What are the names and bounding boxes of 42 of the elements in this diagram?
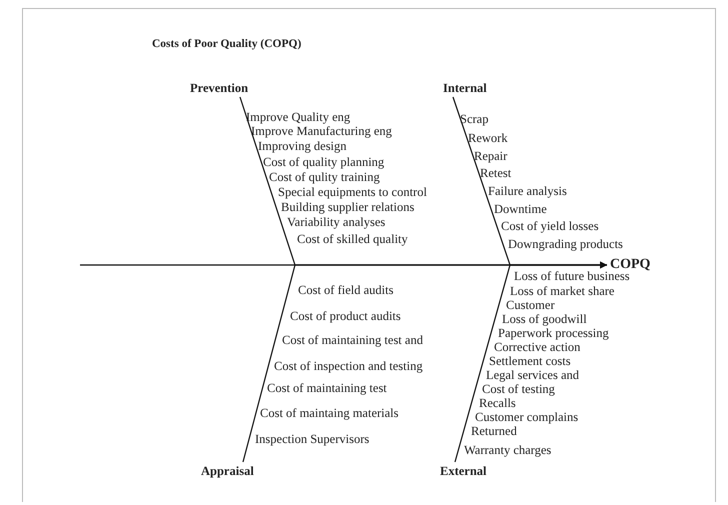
category-label: Appraisal — [201, 464, 254, 479]
cost-item: Building supplier relations — [281, 200, 414, 215]
cost-item: Improve Manufacturing eng — [251, 124, 392, 139]
cost-item: Cost of quality planning — [263, 155, 384, 170]
cost-item: Improving design — [258, 139, 347, 154]
cost-item: Loss of market share — [510, 284, 614, 299]
cost-item: Variability analyses — [287, 215, 386, 230]
cost-item: Corrective action — [494, 340, 580, 355]
cost-item: Cost of qulity training — [269, 170, 380, 185]
category-label: Internal — [443, 81, 487, 96]
cost-item: Cost of skilled quality — [297, 232, 408, 247]
cost-item: Repair — [474, 149, 508, 164]
cost-item: Recalls — [479, 396, 516, 411]
cost-item: Customer — [506, 298, 555, 313]
cost-item: Paperwork processing — [498, 326, 609, 341]
cost-item: Settlement costs — [489, 354, 571, 369]
cost-item: Cost of inspection and testing — [274, 359, 423, 374]
cost-item: Cost of testing — [482, 382, 555, 397]
bone-line — [454, 261, 607, 462]
cost-item: Customer complains — [475, 410, 578, 425]
category-label: External — [440, 464, 487, 479]
cost-item: Warranty charges — [464, 443, 552, 458]
cost-item: Cost of maintaining test — [267, 381, 387, 396]
cost-item: Cost of maintaing materials — [260, 406, 399, 421]
cost-item: Downtime — [494, 202, 547, 217]
cost-item: Inspection Supervisors — [255, 432, 370, 447]
cost-item: Retest — [480, 166, 512, 181]
cost-item: Scrap — [460, 112, 488, 127]
cost-item: Legal services and — [486, 368, 580, 383]
cost-item: Special equipments to control — [278, 185, 427, 200]
cost-item: Cost of maintaining test and — [282, 333, 423, 348]
cost-item: Cost of product audits — [290, 309, 401, 324]
cost-item: Improve Quality eng — [246, 110, 350, 125]
diagram-title: Costs of Poor Quality (COPQ) — [152, 37, 302, 52]
cost-item: Returned — [471, 424, 517, 439]
cost-item: Cost of yield losses — [501, 219, 599, 234]
category-label: Prevention — [190, 81, 248, 96]
cost-item: Cost of field audits — [298, 283, 394, 298]
cost-item: Loss of goodwill — [502, 312, 587, 327]
cost-item: Failure analysis — [488, 184, 567, 199]
cost-item: Rework — [468, 131, 508, 146]
cost-item: Downgrading products — [508, 237, 623, 252]
